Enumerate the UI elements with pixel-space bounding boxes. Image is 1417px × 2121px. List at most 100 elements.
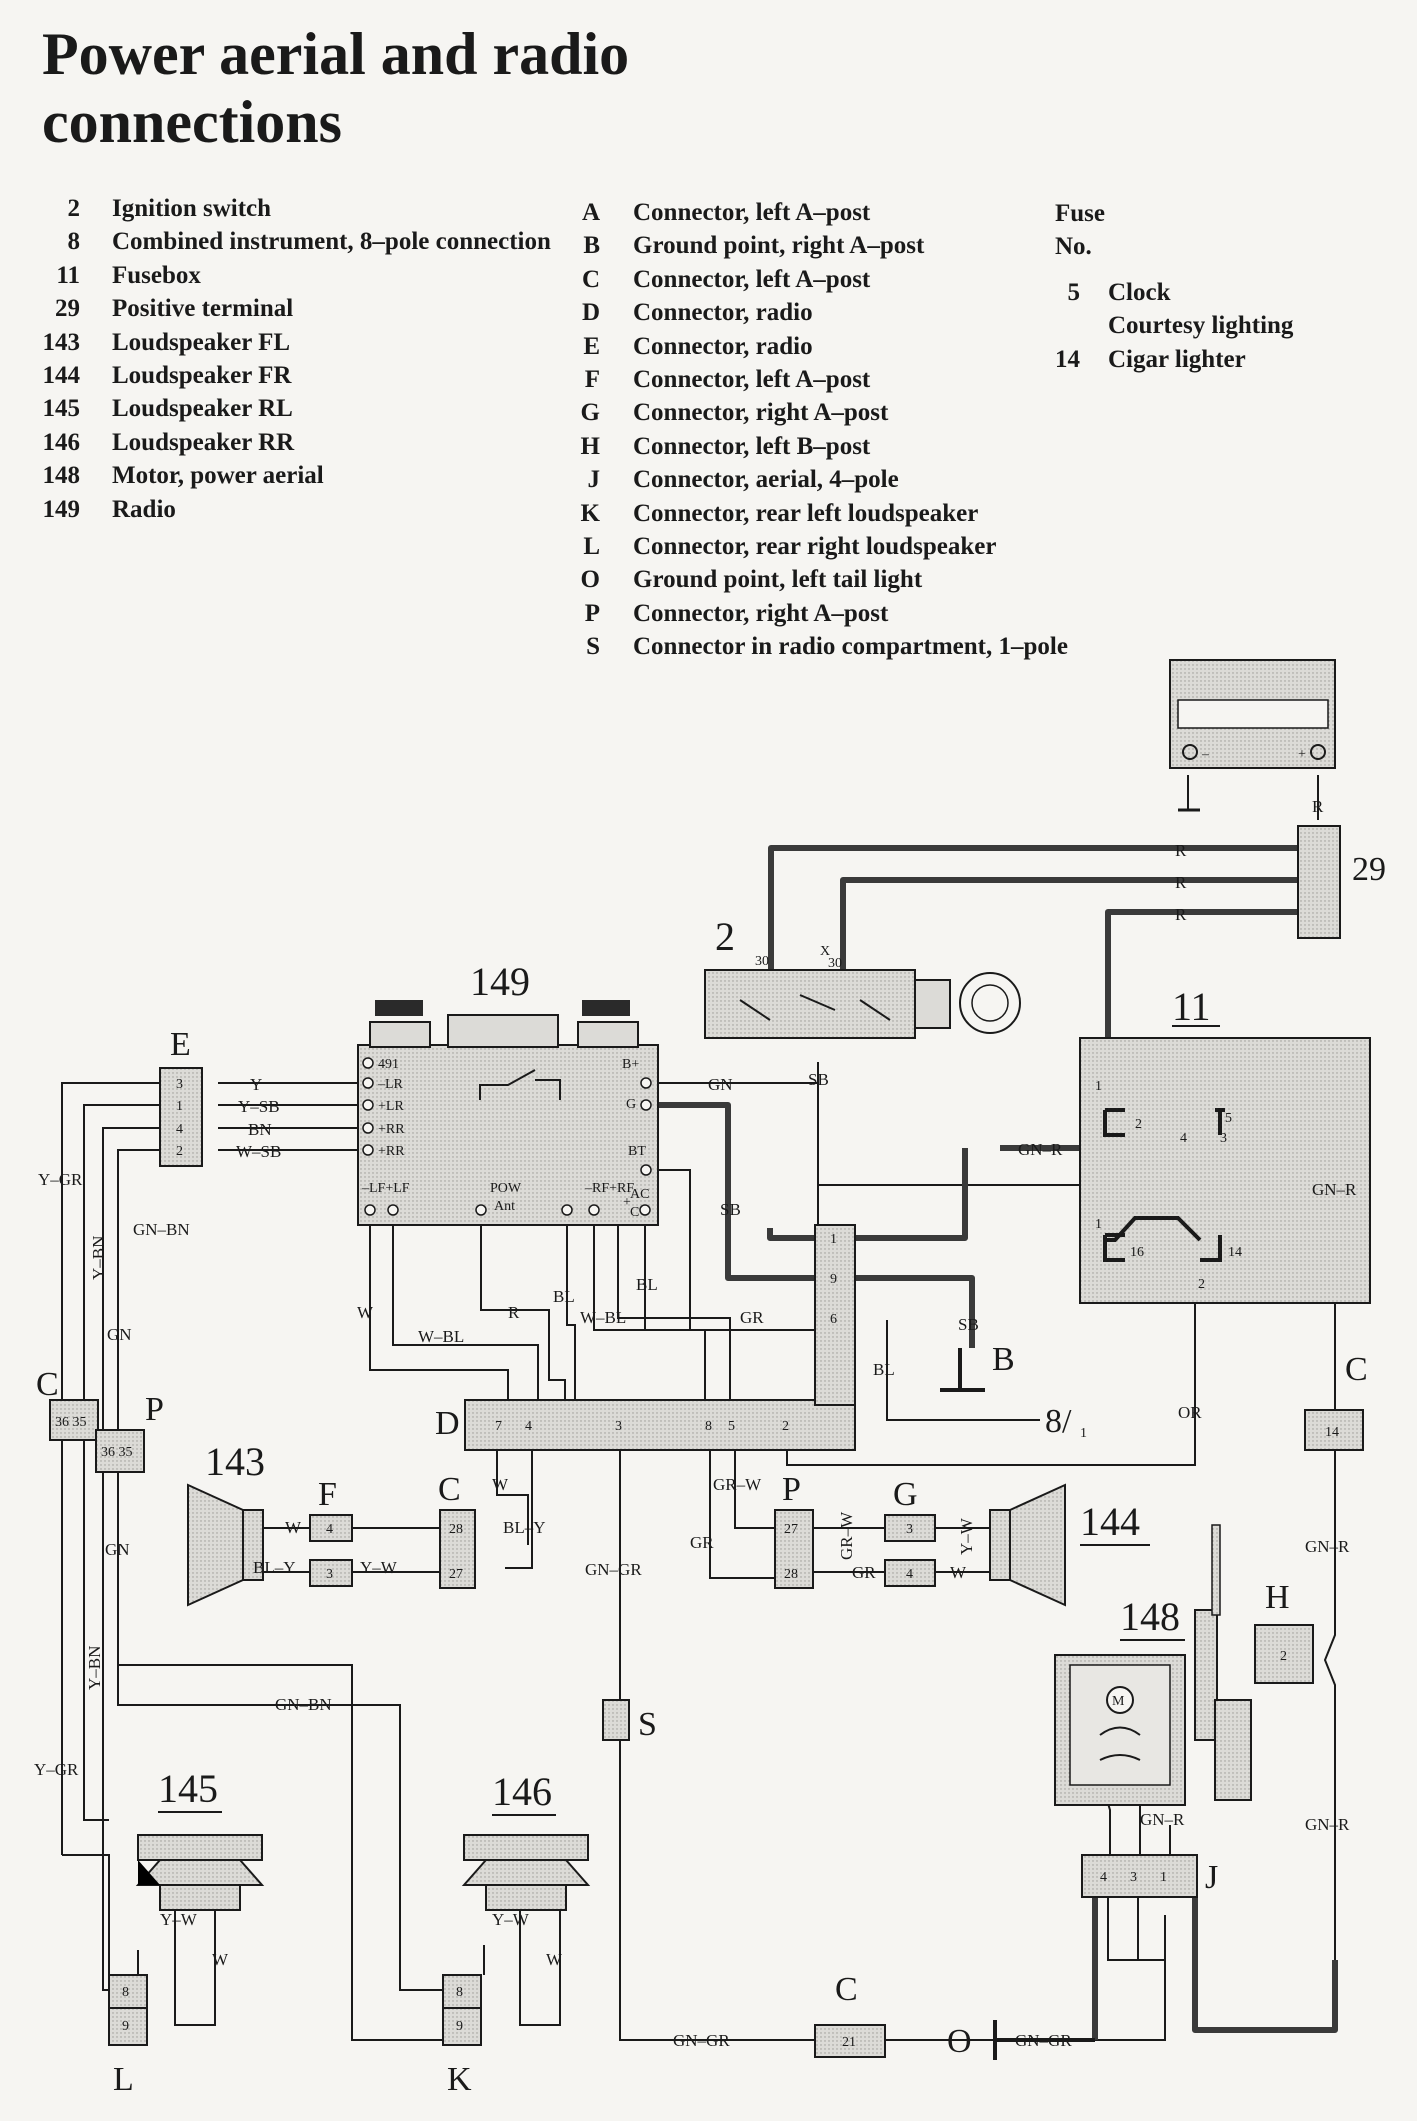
pin-d1: 1 (830, 1232, 837, 1247)
radio-pin-491: 491 (378, 1057, 399, 1072)
pin-k9: 9 (456, 2019, 463, 2034)
page-title: Power aerial and radio connections (42, 20, 629, 156)
radio-pin-ac: AC (630, 1187, 649, 1202)
radio-pin-lf: –LF+LF (361, 1181, 410, 1196)
connector-legend-number: A (581, 199, 600, 226)
radio-pin-rr-pos: +RR (378, 1122, 405, 1137)
title-line-2: connections (42, 89, 342, 155)
label-p-mid: P (782, 1471, 801, 1508)
wire-label-gn2: GN (107, 1325, 132, 1344)
radio-pin-rf: –RF+RF (584, 1181, 634, 1196)
fuse-pin-16: 16 (1130, 1245, 1144, 1260)
connector-legend-text: Connector, left A–post (633, 265, 871, 293)
connector-l: L 8 9 (108, 1974, 148, 2098)
label-145: 145 (158, 1766, 218, 1811)
component-legend-text: Loudspeaker RR (112, 428, 295, 456)
connector-legend-text: Connector, right A–post (633, 399, 889, 427)
component-legend-text: Motor, power aerial (112, 462, 324, 490)
svg-text:M: M (1112, 1694, 1125, 1709)
label-l: L (113, 2061, 134, 2098)
radio-pin-pow: POW (490, 1181, 522, 1196)
pin-l9: 9 (122, 2019, 129, 2034)
connector-legend-number: S (586, 633, 600, 661)
pin-c1: 36 35 (55, 1415, 87, 1430)
pin-g3: 3 (906, 1522, 913, 1537)
pin-f3: 3 (326, 1567, 333, 1582)
ignition-pin-30: 30 (755, 954, 769, 969)
label-o: O (947, 2023, 972, 2060)
wire-label-gr1: GR (740, 1308, 764, 1327)
component-legend-number: 29 (55, 295, 80, 323)
fuse-pin-4: 4 (1180, 1131, 1187, 1146)
connector-legend-text: Ground point, right A–post (633, 232, 925, 260)
wire-label-bn: BN (248, 1120, 272, 1139)
wire-label-gnr4: GN–R (1305, 1815, 1350, 1834)
fuse-legend-text: Courtesy lighting (1108, 312, 1294, 340)
thin-wires (61, 775, 1336, 2041)
pin-e3: 3 (176, 1077, 183, 1092)
label-c-left: C (36, 1366, 59, 1403)
connector-legend-number: G (580, 399, 600, 427)
wire-label-sb2: SB (720, 1200, 741, 1219)
wire-label-yw1: Y–W (360, 1558, 398, 1577)
wire-label-gnr1: GN–R (1018, 1140, 1063, 1159)
fuse-pin-14: 14 (1228, 1245, 1242, 1260)
wire-label-ybn1: Y–BN (89, 1236, 108, 1280)
wire-label-gnr5: GN–R (1140, 1810, 1185, 1829)
positive-terminal: 29 (1297, 825, 1386, 939)
wire-label-bly1: BL–Y (253, 1558, 296, 1577)
label-2: 2 (715, 914, 735, 959)
wire-label-bl1: BL (636, 1275, 658, 1294)
wire-label-w1: W (357, 1303, 374, 1322)
pin-f4: 4 (326, 1522, 333, 1537)
pin-d7: 7 (495, 1419, 502, 1434)
label-149: 149 (470, 959, 530, 1004)
wire-label-sb1: SB (808, 1070, 829, 1089)
connector-legend-number: L (583, 532, 600, 560)
connector-legend-number: J (587, 466, 601, 494)
wire-label-bl3: BL (873, 1360, 895, 1379)
pin-e2: 2 (176, 1144, 183, 1159)
wire-label-r4: R (1312, 797, 1324, 816)
component-legend-text: Radio (112, 495, 176, 523)
radio-pin-ant: Ant (494, 1199, 515, 1214)
wire-label-grw2: GR–W (837, 1511, 856, 1560)
connector-s: S (602, 1699, 657, 1743)
fuse-pin-2: 2 (1135, 1117, 1142, 1132)
connector-legend-text: Connector, radio (633, 332, 813, 360)
label-29: 29 (1352, 851, 1386, 888)
connector-legend-number: F (584, 365, 600, 393)
connector-legend-text: Connector, rear right loudspeaker (633, 532, 997, 560)
connector-legend-number: O (580, 566, 600, 594)
wire-label-r3: R (1175, 905, 1187, 924)
label-g: G (893, 1476, 918, 1513)
fuse-pin-1: 1 (1095, 1079, 1102, 1094)
fuse-pin-2b: 2 (1198, 1277, 1205, 1292)
fuse-pin-1b: 1 (1095, 1217, 1102, 1232)
component-legend-text: Loudspeaker RL (112, 395, 293, 423)
wire-label-gngr2: GN–GR (673, 2031, 730, 2050)
pin-d5: 5 (728, 1419, 735, 1434)
component-legend-text: Positive terminal (112, 295, 294, 323)
loudspeaker-rl: 145 (135, 1766, 265, 1945)
ground-b: B (940, 1341, 1015, 1392)
fuse-legend-header: Fuse No. (1055, 197, 1105, 263)
pin-l8: 8 (122, 1985, 129, 2000)
connector-legend-number: P (584, 599, 600, 627)
wire-label-grw1: GR–W (713, 1475, 762, 1494)
connector-f: F 4 3 (309, 1476, 353, 1587)
wire-label-gn: GN (708, 1075, 733, 1094)
pin-d4: 4 (525, 1419, 532, 1434)
label-f: F (318, 1476, 337, 1513)
loudspeaker-fr: 144 (989, 1483, 1150, 1607)
pin-d6: 6 (830, 1312, 837, 1327)
connector-c-right: C 14 (1304, 1351, 1368, 1451)
connector-g: G 3 4 (884, 1476, 936, 1587)
wire-label-gngr3: GN–GR (1015, 2031, 1072, 2050)
pin-c27: 27 (449, 1567, 463, 1582)
component-legend-number: 149 (42, 495, 81, 523)
wire-labels: R R R R Y Y–SB BN W–SB GN SB GN–R GN–R Y… (34, 797, 1357, 2050)
pin-p27: 27 (784, 1522, 798, 1537)
connector-legend-text: Connector in radio compartment, 1–pole (633, 633, 1068, 661)
radio-pin-c: C (630, 1205, 639, 1220)
